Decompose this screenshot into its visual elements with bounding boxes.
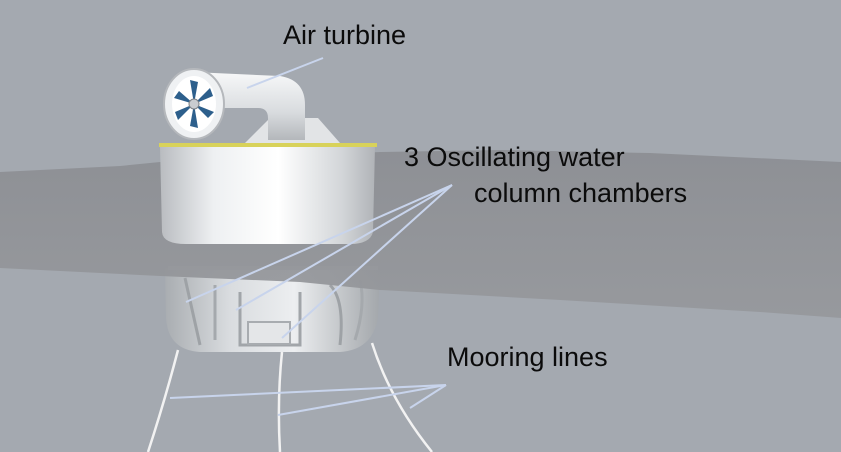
air-turbine-duct: [163, 68, 305, 140]
sea-surface: [0, 150, 841, 318]
mooring-lines: [146, 342, 433, 452]
turbine-rotor-icon: [174, 80, 214, 128]
owc-chambers-label-line1: 3 Oscillating water: [404, 142, 625, 172]
owc-chambers-label-line2: column chambers: [474, 178, 688, 208]
air-turbine-label: Air turbine: [283, 20, 407, 50]
mooring-lines-label: Mooring lines: [447, 342, 608, 372]
leader-lines: [169, 57, 453, 416]
